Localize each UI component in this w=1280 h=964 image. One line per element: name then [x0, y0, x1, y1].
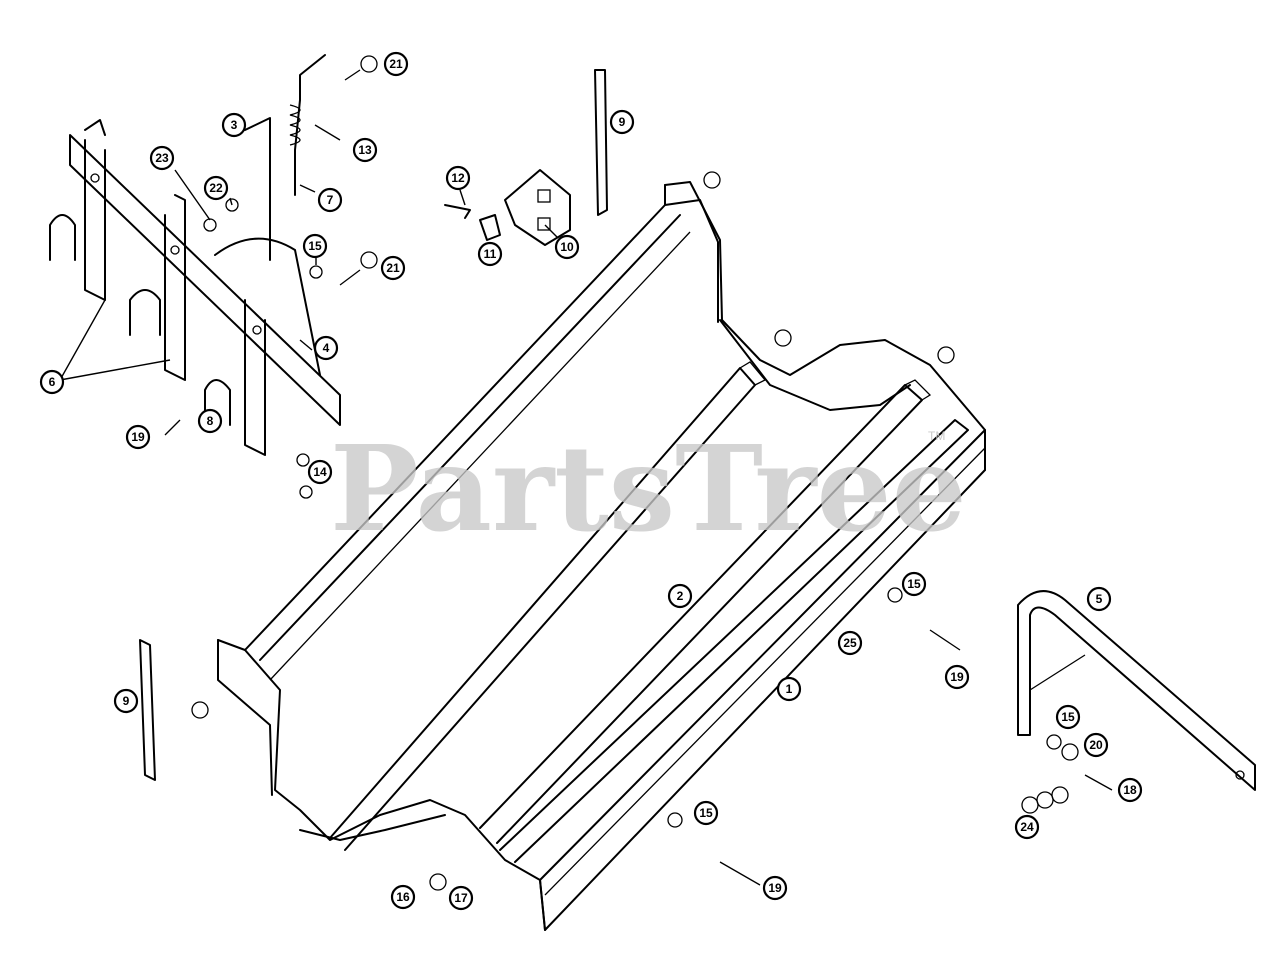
- svg-text:15: 15: [907, 577, 921, 591]
- watermark: PartsTree: [330, 419, 967, 558]
- svg-text:24: 24: [1020, 820, 1034, 834]
- svg-text:19: 19: [768, 881, 782, 895]
- svg-text:15: 15: [699, 806, 713, 820]
- svg-text:20: 20: [1089, 738, 1103, 752]
- svg-text:3: 3: [231, 118, 238, 132]
- svg-text:7: 7: [327, 193, 334, 207]
- svg-text:21: 21: [389, 57, 403, 71]
- callout-15: 15: [1055, 704, 1081, 730]
- callout-20: 20: [1083, 732, 1109, 758]
- callout-3: 3: [221, 112, 247, 138]
- svg-text:1: 1: [786, 682, 793, 696]
- callout-7: 7: [317, 187, 343, 213]
- svg-text:17: 17: [454, 891, 468, 905]
- callout-15: 15: [693, 800, 719, 826]
- svg-text:2: 2: [677, 589, 684, 603]
- callout-5: 5: [1086, 586, 1112, 612]
- callout-19: 19: [944, 664, 970, 690]
- callout-9: 9: [113, 688, 139, 714]
- svg-text:6: 6: [49, 375, 56, 389]
- callout-18: 18: [1117, 777, 1143, 803]
- svg-text:12: 12: [451, 171, 465, 185]
- hitch: [1017, 590, 1256, 791]
- callout-9: 9: [609, 109, 635, 135]
- svg-text:23: 23: [155, 151, 169, 165]
- svg-text:19: 19: [131, 430, 145, 444]
- callout-17: 17: [448, 885, 474, 911]
- callout-25: 25: [837, 630, 863, 656]
- callout-19: 19: [125, 424, 151, 450]
- callout-15: 15: [302, 233, 328, 259]
- svg-text:18: 18: [1123, 783, 1137, 797]
- svg-text:15: 15: [308, 239, 322, 253]
- callout-21: 21: [383, 51, 409, 77]
- svg-text:11: 11: [484, 247, 497, 261]
- callout-24: 24: [1014, 814, 1040, 840]
- hardware: [191, 171, 1113, 891]
- callout-2: 2: [667, 583, 693, 609]
- callout-13: 13: [352, 137, 378, 163]
- callout-8: 8: [197, 408, 223, 434]
- callout-21: 21: [380, 255, 406, 281]
- callout-22: 22: [203, 175, 229, 201]
- svg-text:15: 15: [1061, 710, 1075, 724]
- callout-23: 23: [149, 145, 175, 171]
- callout-16: 16: [390, 884, 416, 910]
- leader-lines: [59, 124, 559, 381]
- callout-19: 19: [762, 875, 788, 901]
- svg-text:9: 9: [123, 694, 130, 708]
- callout-12: 12: [445, 165, 471, 191]
- callout-4: 4: [313, 335, 339, 361]
- svg-text:8: 8: [207, 414, 214, 428]
- svg-text:10: 10: [560, 240, 574, 254]
- callout-11: 11: [477, 241, 503, 267]
- main-frame: [217, 181, 986, 931]
- svg-text:25: 25: [843, 636, 857, 650]
- svg-text:16: 16: [396, 890, 410, 904]
- svg-text:22: 22: [209, 181, 223, 195]
- svg-text:4: 4: [323, 341, 330, 355]
- svg-text:9: 9: [619, 115, 626, 129]
- callout-6: 6: [39, 369, 65, 395]
- callout-10: 10: [554, 234, 580, 260]
- mounting-bracket: [49, 54, 378, 499]
- svg-text:14: 14: [313, 465, 327, 479]
- watermark-trademark: TM: [928, 429, 945, 443]
- callout-14: 14: [307, 459, 333, 485]
- callout-15: 15: [901, 571, 927, 597]
- svg-text:21: 21: [386, 261, 400, 275]
- svg-text:5: 5: [1096, 592, 1103, 606]
- callout-1: 1: [776, 676, 802, 702]
- svg-text:19: 19: [950, 670, 964, 684]
- svg-text:13: 13: [358, 143, 372, 157]
- latch-parts: [139, 69, 608, 781]
